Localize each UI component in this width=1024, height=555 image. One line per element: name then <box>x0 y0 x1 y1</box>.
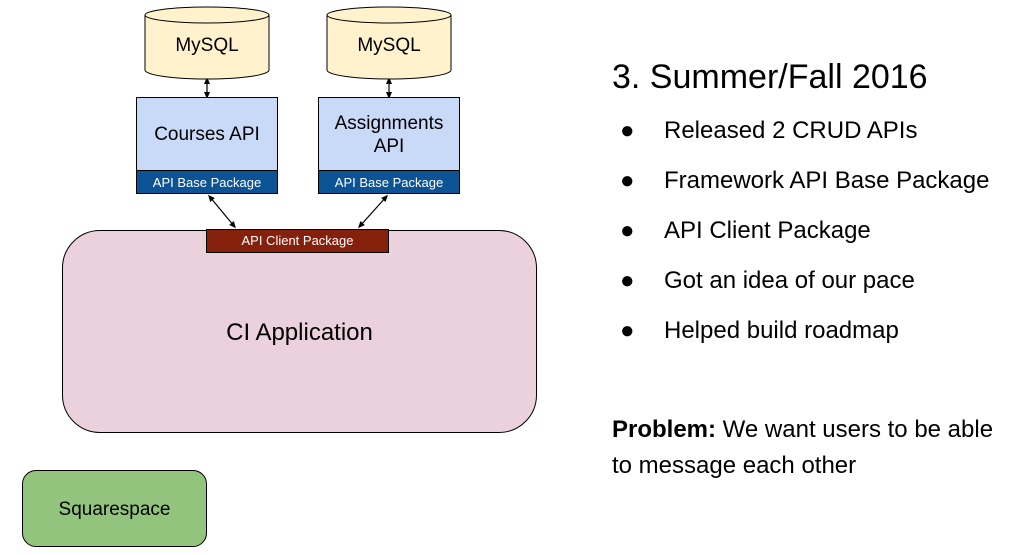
database-label: MySQL <box>175 35 239 56</box>
bullet-icon: ● <box>620 267 635 294</box>
bullet-text: Helped build roadmap <box>664 317 899 344</box>
bullet-icon: ● <box>620 217 635 244</box>
assignments-api-box: Assignments API API Base Package <box>318 97 460 194</box>
bullet-text: API Client Package <box>664 217 871 244</box>
ci-application-label: CI Application <box>226 319 373 346</box>
squarespace-box: Squarespace <box>22 470 207 547</box>
assignments-to-client-arrow <box>357 194 389 229</box>
assignments-api-title-line1: Assignments <box>334 113 444 134</box>
courses-api-title: Courses API <box>154 124 260 145</box>
api-base-package-label: API Base Package <box>318 170 460 194</box>
squarespace-label: Squarespace <box>58 499 171 520</box>
slide-heading: 3. Summer/Fall 2016 <box>612 58 928 96</box>
bullet-icon: ● <box>620 167 635 194</box>
bullet-item: ● Framework API Base Package <box>620 163 989 213</box>
courses-api-box: Courses API API Base Package <box>136 97 278 194</box>
bullet-item: ● Helped build roadmap <box>620 313 989 363</box>
bullet-list: ● Released 2 CRUD APIs ● Framework API B… <box>620 113 989 363</box>
bullet-icon: ● <box>620 117 635 144</box>
courses-to-client-arrow <box>208 194 236 229</box>
mysql-database-courses: MySQL <box>144 6 270 80</box>
bullet-item: ● Released 2 CRUD APIs <box>620 113 989 163</box>
database-label: MySQL <box>357 35 421 56</box>
bullet-item: ● API Client Package <box>620 213 989 263</box>
mysql-database-assignments: MySQL <box>326 6 452 80</box>
problem-text: We want users to be able to message each… <box>612 416 994 479</box>
api-client-package-label: API Client Package <box>206 229 389 253</box>
bullet-item: ● Got an idea of our pace <box>620 263 989 313</box>
api-base-package-label: API Base Package <box>136 170 278 194</box>
problem-label: Problem: <box>612 416 717 443</box>
bullet-icon: ● <box>620 317 635 344</box>
ci-application-box: CI Application <box>62 230 537 433</box>
bullet-text: Released 2 CRUD APIs <box>664 117 918 144</box>
bullet-text: Got an idea of our pace <box>664 267 915 294</box>
database-cylinder-icon <box>326 6 452 80</box>
assignments-api-title-line2: API <box>373 136 405 157</box>
bullet-text: Framework API Base Package <box>664 167 990 194</box>
problem-statement: Problem: We want users to be able to mes… <box>612 412 1012 484</box>
database-cylinder-icon <box>144 6 270 80</box>
